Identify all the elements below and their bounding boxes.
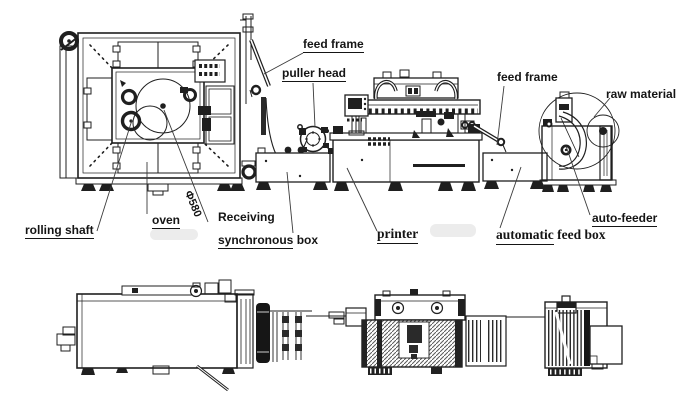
- label-synchronous-box: synchronous box: [218, 233, 319, 250]
- label-feed-frame-right: feed frame: [497, 70, 558, 84]
- label-puller-head: puller head: [282, 66, 347, 83]
- label-synchronous-rest: box: [293, 233, 319, 247]
- puller-head-mechanism: [297, 124, 334, 154]
- label-auto-feeder: auto-feeder: [592, 211, 658, 228]
- automatic-feed-box: [482, 152, 548, 189]
- label-oven: oven: [152, 213, 181, 230]
- leader-lines: [96, 52, 611, 234]
- label-raw-material: raw material: [606, 87, 677, 101]
- auto-feeder-machine: [538, 91, 620, 192]
- label-receiving: Receiving: [218, 210, 275, 224]
- oven-machine: [59, 13, 271, 196]
- receiving-synchronous-box: [255, 97, 331, 190]
- label-synchronous-word: synchronous: [218, 233, 294, 250]
- side-view-line: [56, 279, 623, 392]
- print-smudge: [430, 224, 476, 237]
- feed-frame-arm: [460, 120, 507, 153]
- label-automatic-feed-box: automatic feed box: [496, 227, 606, 245]
- label-printer: printer: [377, 226, 419, 244]
- print-smudge: [150, 229, 198, 240]
- label-rolling-shaft: rolling shaft: [25, 223, 94, 240]
- label-automatic-word: automatic: [496, 227, 554, 245]
- printer-machine: [329, 69, 483, 191]
- label-feed-frame-top: feed frame: [303, 37, 364, 54]
- label-automatic-rest: feed box: [553, 227, 606, 242]
